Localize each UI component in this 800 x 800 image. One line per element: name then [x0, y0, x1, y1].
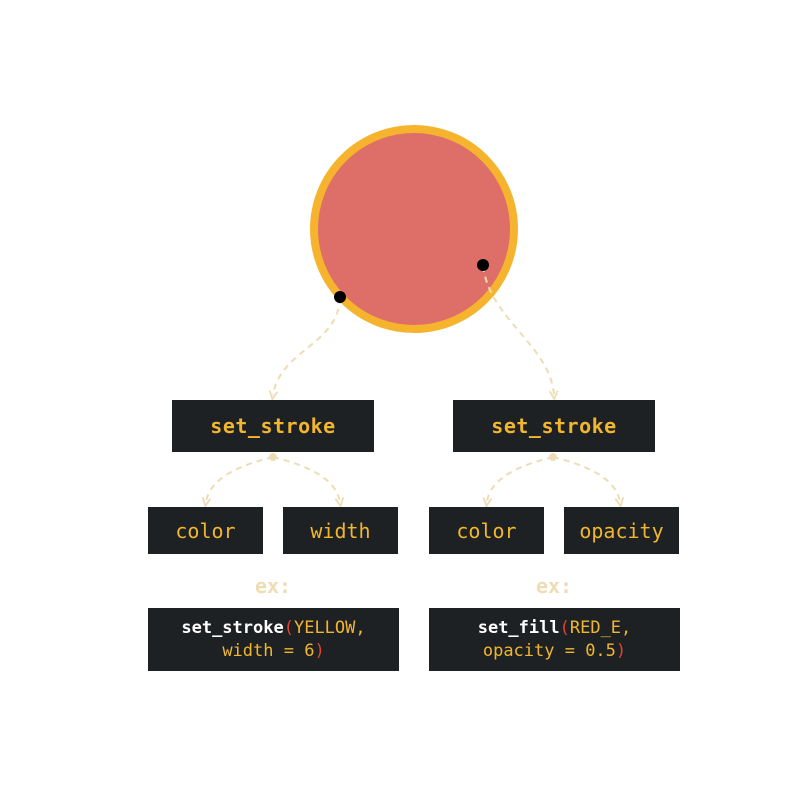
left-code-arg2: width = 6	[222, 640, 315, 661]
right-code-close: )	[615, 640, 627, 661]
left-code-arg1: YELLOW,	[293, 617, 366, 638]
right-param-color: color	[429, 507, 544, 554]
fill-point	[477, 259, 489, 271]
left-code-fn: set_stroke	[181, 617, 284, 638]
right-code-line-1: set_fill(RED_E,	[478, 617, 632, 640]
left-code-close: )	[314, 640, 325, 661]
left-param-color: color	[148, 507, 263, 554]
right-code-arg2: opacity = 0.5	[482, 640, 616, 661]
circle-shape	[310, 125, 518, 333]
left-code-line-1: set_stroke(YELLOW,	[181, 617, 365, 640]
right-code-fn: set_fill	[477, 617, 560, 638]
right-ex-label: ex:	[535, 574, 573, 598]
left-ex-label: ex:	[254, 574, 292, 598]
right-opacity-connector	[552, 456, 620, 502]
stroke-connector	[273, 297, 341, 395]
fill-connector	[482, 265, 554, 395]
right-param-opacity: opacity	[564, 507, 679, 554]
left-method-box: set_stroke	[172, 400, 374, 452]
right-code-line-2: opacity = 0.5)	[483, 640, 626, 663]
right-code-open: (	[559, 617, 570, 638]
left-code-open: (	[283, 617, 294, 638]
right-color-connector	[487, 456, 554, 502]
stroke-point	[334, 291, 346, 303]
right-method-box: set_stroke	[453, 400, 655, 452]
right-code-example: set_fill(RED_E, opacity = 0.5)	[429, 608, 680, 671]
right-code-arg1: RED_E,	[569, 617, 632, 638]
left-param-width: width	[283, 507, 398, 554]
left-code-example: set_stroke(YELLOW, width = 6)	[148, 608, 399, 671]
left-width-connector	[272, 456, 340, 502]
left-code-line-2: width = 6)	[222, 640, 324, 663]
left-color-connector	[206, 456, 274, 502]
